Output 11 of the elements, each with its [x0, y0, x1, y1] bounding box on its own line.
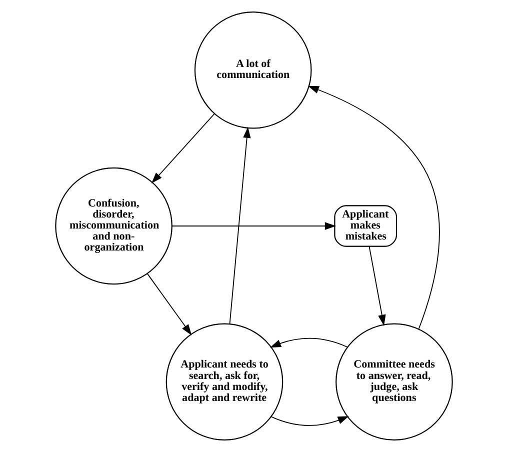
arrow: [308, 86, 440, 330]
node-circle: Confusion, disorder, miscommunication and non-organization: [55, 167, 172, 285]
arrow: [368, 246, 386, 326]
arrow: [270, 416, 349, 426]
arrow: [146, 273, 192, 336]
arrow: [270, 338, 348, 348]
arrow: [151, 114, 215, 184]
arrow: [172, 222, 336, 230]
node-box: Applicant makes mistakes: [334, 205, 398, 247]
arrow: [229, 126, 251, 324]
node-circle: A lot of communication: [194, 11, 312, 129]
